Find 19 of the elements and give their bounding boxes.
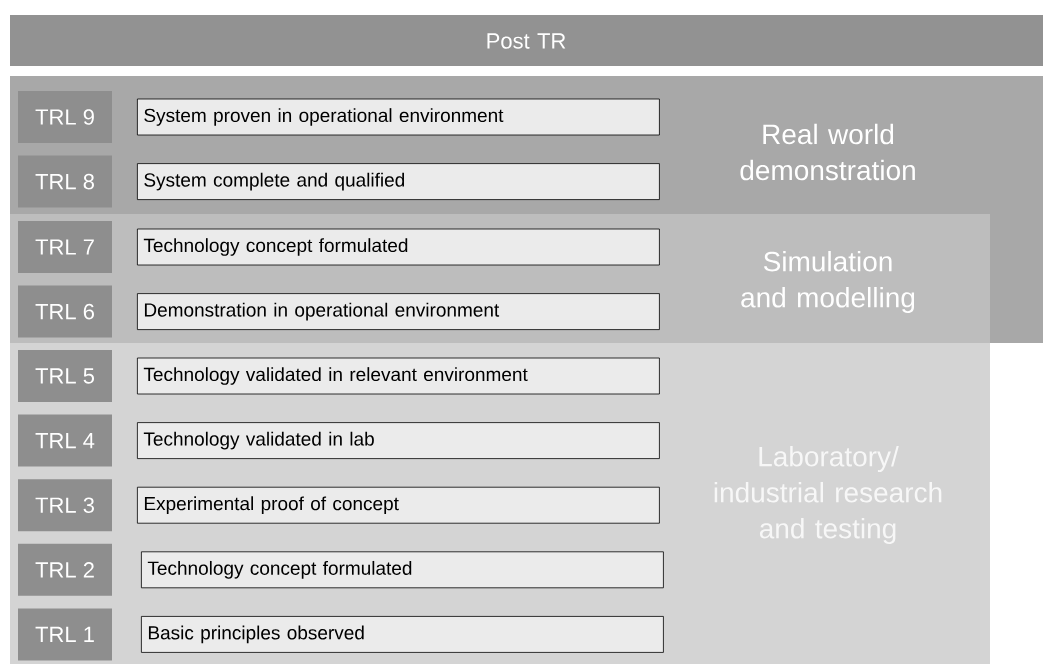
description-box: Demonstration in operational environment xyxy=(137,293,660,330)
level-tag: TRL 8 xyxy=(18,155,112,208)
description-box: System proven in operational environment xyxy=(137,98,660,136)
level-tag: TRL 5 xyxy=(18,350,112,402)
level-tag: TRL 9 xyxy=(18,91,112,143)
description-box: System complete and qualified xyxy=(137,163,660,200)
description-box: Technology concept formulated xyxy=(141,551,664,589)
level-tag: TRL 3 xyxy=(18,479,112,532)
description-box: Experimental proof of concept xyxy=(137,486,660,524)
description-box: Technology concept formulated xyxy=(137,228,660,266)
level-tag: TRL 1 xyxy=(18,608,112,661)
level-tag: TRL 4 xyxy=(18,414,112,467)
level-tag: TRL 2 xyxy=(18,543,112,596)
description-box: Basic principles observed xyxy=(141,616,664,653)
header-band: Post TR xyxy=(10,15,1043,66)
level-tag: TRL 7 xyxy=(18,221,112,273)
description-box: Technology validated in relevant environment xyxy=(137,357,660,395)
description-box: Technology validated in lab xyxy=(137,422,660,459)
level-tag: TRL 6 xyxy=(18,285,112,338)
